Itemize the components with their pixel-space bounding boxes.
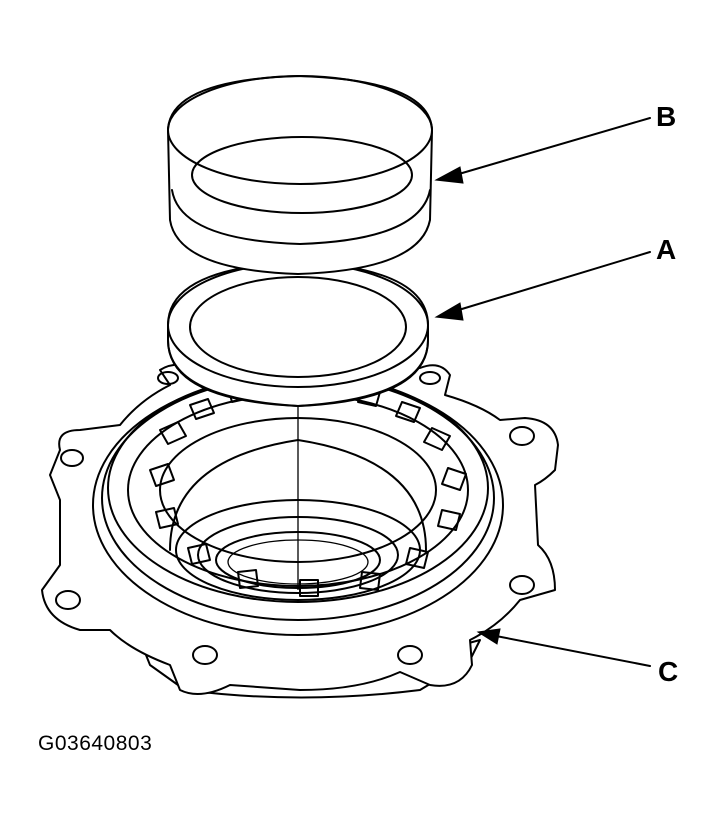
- label-c: C: [658, 656, 679, 687]
- leader-arrow-c: [476, 628, 651, 667]
- part-a-ring: [167, 261, 429, 407]
- part-c-housing: [41, 357, 559, 699]
- figure-id: G03640803: [38, 732, 153, 755]
- leader-arrow-b: [434, 117, 651, 184]
- leader-arrow-a: [434, 251, 651, 321]
- part-b-sleeve: [167, 75, 433, 275]
- label-a: A: [656, 234, 677, 265]
- label-b: B: [656, 101, 677, 132]
